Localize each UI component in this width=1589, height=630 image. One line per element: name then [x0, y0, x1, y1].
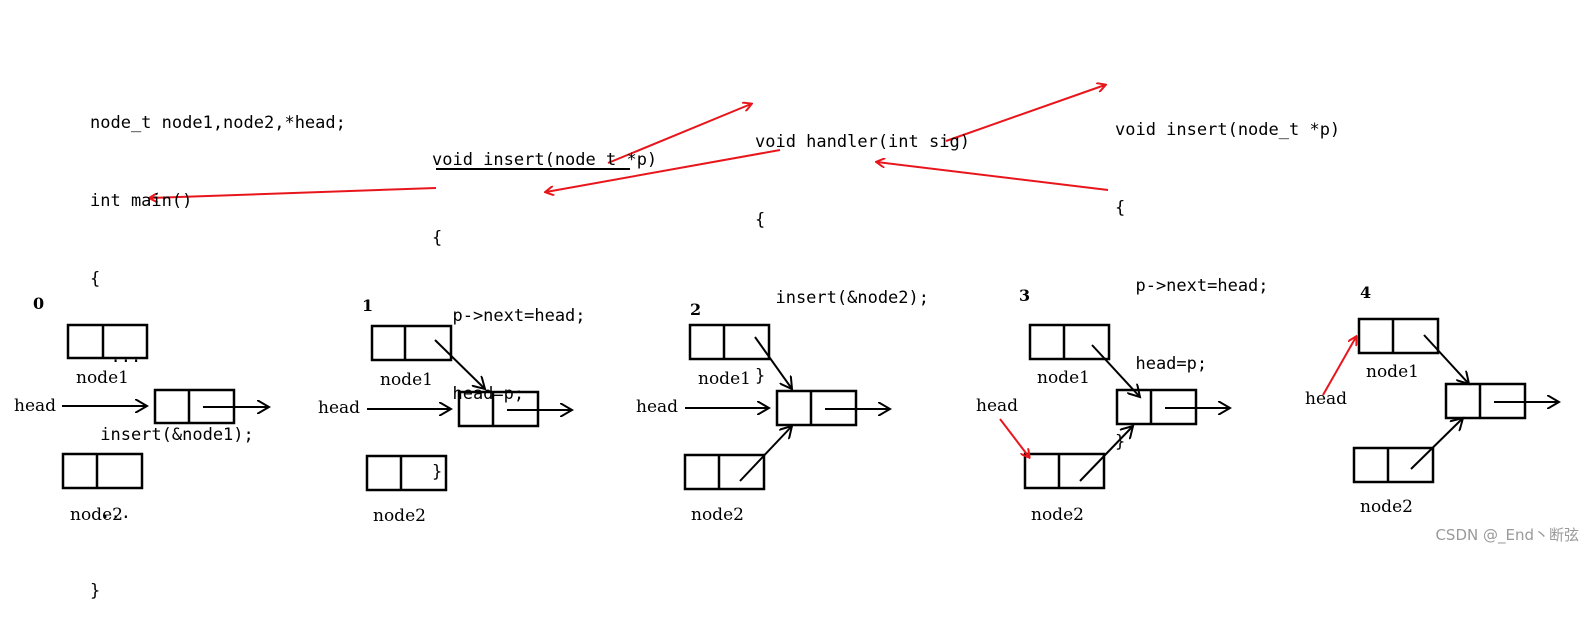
code-line: int main() — [90, 191, 193, 211]
code-line: ... — [90, 347, 142, 367]
head-label: head — [1305, 389, 1348, 409]
diagram-canvas — [61, 0, 1589, 492]
node2-next-arrow — [1410, 418, 1463, 470]
step-number: 4 — [1360, 283, 1372, 302]
code-line: } — [90, 581, 101, 601]
code-line: node_t node1,node2,*head; — [90, 113, 346, 133]
code-line: insert(&node2); — [755, 288, 929, 308]
node2-label: node2 — [1360, 497, 1413, 517]
arrow-insert-return — [877, 162, 1109, 191]
step-number: 0 — [33, 294, 45, 313]
node1-box — [66, 323, 149, 360]
node2-next-arrow — [739, 426, 792, 482]
step-0-diagram — [61, 323, 269, 490]
code-line: } — [755, 366, 766, 386]
step-1-diagram — [365, 324, 572, 492]
step-number: 2 — [690, 300, 702, 319]
node1-label: node1 — [698, 369, 751, 389]
step-number: 1 — [362, 296, 374, 315]
node1-box — [1357, 317, 1440, 355]
code-line: p->next=head; — [432, 306, 586, 326]
code-line: p->next=head; — [1115, 276, 1269, 296]
node1-label: node1 — [1037, 368, 1090, 388]
node1-label: node1 — [1366, 362, 1419, 382]
code-line: void insert(node_t *p) — [1115, 120, 1341, 140]
code-line: { — [432, 228, 443, 248]
insert-code-block-1: void insert(node_t *p) { p->next=head; h… — [432, 95, 657, 511]
node2-box — [365, 454, 448, 492]
node2-box — [1023, 452, 1106, 490]
node1-label: node1 — [380, 370, 433, 390]
code-line: void insert(node_t *p) — [432, 150, 658, 170]
arrow-handler-to-insert — [945, 85, 1105, 142]
code-line: { — [1115, 198, 1126, 218]
code-line: head=p; — [432, 384, 525, 404]
code-line: insert(&node1); — [90, 425, 254, 445]
step-2-diagram — [683, 323, 890, 491]
node2-label: node2 — [1031, 505, 1084, 525]
node1-box — [688, 323, 771, 361]
node2-next-arrow — [1079, 426, 1133, 482]
watermark: CSDN @_End丶断弦 — [1435, 526, 1579, 544]
step-number: 3 — [1019, 286, 1031, 305]
node2-box — [683, 453, 766, 491]
arrow-handler-return — [546, 149, 781, 192]
code-line: head=p; — [1115, 354, 1208, 374]
node1-next-arrow — [434, 339, 485, 389]
node2-box — [1352, 446, 1435, 484]
node2-label: node2 — [70, 505, 123, 525]
code-line: { — [755, 210, 766, 230]
node1-label: node1 — [76, 368, 129, 388]
head-pointer-arrow — [1322, 337, 1356, 396]
node2-label: node2 — [373, 506, 426, 526]
node2-label: node2 — [691, 505, 744, 525]
head-label: head — [636, 397, 679, 417]
head-label: head — [976, 396, 1019, 416]
step-4-diagram — [1322, 317, 1559, 484]
code-line: { — [90, 269, 101, 289]
control-flow-arrows — [150, 85, 1109, 198]
head-pointer-arrow — [999, 418, 1029, 457]
main-code-block: node_t node1,node2,*head; int main() { .… — [90, 58, 346, 630]
insert-code-block-2: void insert(node_t *p) { p->next=head; h… — [1115, 65, 1340, 481]
arrow-return-to-main — [150, 187, 437, 198]
code-line: } — [1115, 432, 1126, 452]
head-label: head — [318, 398, 361, 418]
step-3-diagram — [999, 323, 1230, 490]
arrow-signal-to-handler — [607, 104, 751, 164]
code-line: } — [432, 462, 443, 482]
node1-box — [1028, 323, 1111, 361]
head-label: head — [14, 396, 57, 416]
node1-next-arrow — [754, 336, 792, 389]
code-line: void handler(int sig) — [755, 132, 970, 152]
node1-next-arrow — [1423, 334, 1469, 384]
node1-box — [370, 324, 453, 362]
code-line: ... — [90, 503, 131, 523]
node1-next-arrow — [1091, 344, 1140, 397]
node2-box — [61, 452, 144, 490]
handler-code-block: void handler(int sig) { insert(&node2); … — [755, 77, 970, 415]
